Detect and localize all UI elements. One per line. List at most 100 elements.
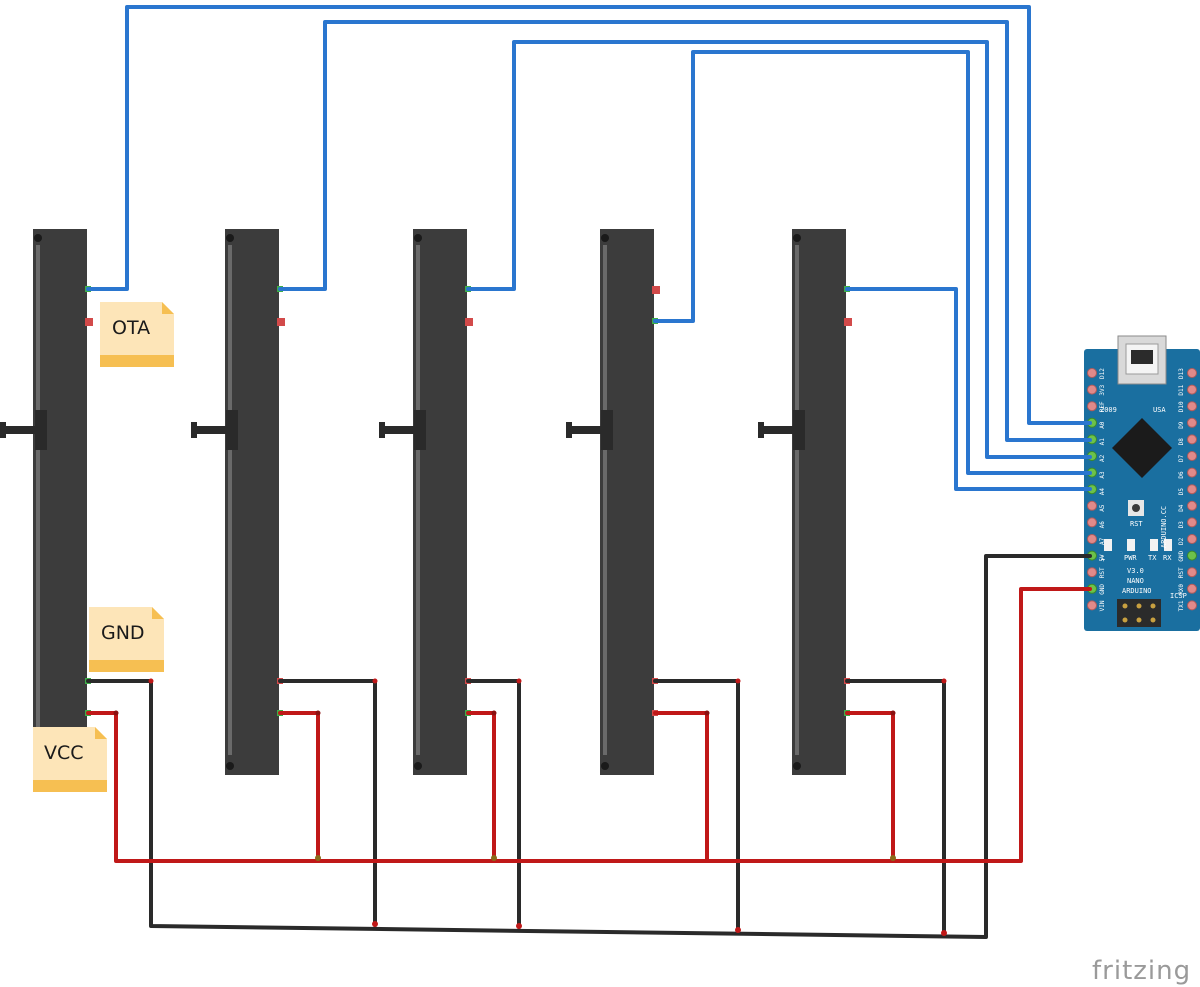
right-pin-d13 [1187,368,1197,378]
right-pin-label: GND [1178,550,1185,561]
signal-wires [86,5,1092,491]
board-label-site: ARDUINO.CC [1160,506,1168,548]
right-pin-label: D5 [1178,488,1185,496]
led-rx [1164,539,1172,551]
right-pin-d7 [1187,451,1197,461]
signal-wire-5 [845,287,1092,491]
right-pin-label: RST [1178,567,1185,578]
note-ota-text: OTA [112,317,150,339]
left-pin-label: A4 [1099,488,1106,496]
gnd-wire-main [86,554,1092,939]
signal-wire-1 [86,5,1092,425]
board-label-year: 2009 [1100,406,1117,414]
arduino-nano-board: 2009 USA RST L PWR TX RX V3.0 NANO ARDUI… [1084,335,1200,631]
left-pin-ref [1087,401,1097,412]
board-label-l: L [1101,554,1105,562]
led-tx [1150,539,1158,551]
mcu-chip [1112,418,1172,478]
right-pin-label: RX0 [1178,584,1185,595]
board-label-rst: RST [1130,520,1143,528]
right-pin-label: D8 [1178,438,1185,446]
led-l [1104,539,1112,551]
left-pin-vin [1087,600,1097,611]
note-ota: OTA [100,302,174,367]
right-pin-rst [1187,567,1197,578]
right-pin-label: D2 [1178,537,1185,545]
left-pin-d12 [1087,368,1097,378]
board-label-nano: NANO [1127,577,1144,585]
slider-pot-1 [0,229,93,775]
right-pin-tx1 [1187,600,1197,611]
right-pin-d3 [1187,517,1197,528]
slider-pot-2 [191,229,285,775]
left-pin-label: GND [1099,584,1106,595]
vcc-wire-5 [845,711,895,863]
right-pin-d5 [1187,484,1197,495]
left-pin-label: A6 [1099,521,1106,529]
right-pin-label: D7 [1178,454,1185,462]
slider-pot-3 [379,229,473,775]
note-gnd-text: GND [101,622,145,644]
fritzing-logo: fritzing [1092,956,1191,986]
left-pin-label: A7 [1099,537,1106,545]
left-pin-a6 [1087,517,1097,528]
board-label-icsp: ICSP [1170,592,1187,600]
board-label-pwr: PWR [1124,554,1137,562]
left-pin-label: VIN [1099,600,1106,611]
led-pwr [1127,539,1135,551]
signal-wire-4 [653,50,1092,475]
vcc-wire-4 [653,711,709,863]
left-pin-label: A2 [1099,454,1106,462]
left-pin-a5 [1087,500,1097,511]
vcc-wire-3 [466,711,496,863]
note-vcc: VCC [33,727,107,792]
right-pin-label: D6 [1178,471,1185,479]
left-pin-label: RST [1099,567,1106,578]
left-pin-label: A5 [1099,504,1106,512]
right-pin-label: D13 [1178,368,1185,379]
left-pin-label: REF [1099,401,1106,412]
board-label-rx: RX [1163,554,1172,562]
left-pin-rst [1087,567,1097,578]
right-pin-label: D4 [1178,504,1185,512]
gnd-wire-2 [278,679,377,927]
vcc-wire-main [86,587,1092,863]
right-pin-rx0 [1187,583,1197,594]
board-label-arduino: ARDUINO [1122,587,1152,595]
right-pin-label: D9 [1178,421,1185,429]
board-label-tx: TX [1148,554,1157,562]
signal-wire-3 [466,40,1092,459]
left-pin-label: A3 [1099,471,1106,479]
right-pin-d11 [1187,384,1197,395]
left-pin-label: 5V [1099,554,1106,562]
right-pin-label: TX1 [1178,600,1185,611]
right-pin-d9 [1187,417,1197,428]
right-pin-gnd [1187,550,1197,561]
gnd-wire-4 [653,679,740,933]
vcc-wire-2 [278,711,320,863]
gnd-wire-5 [845,679,946,936]
left-pin-a7 [1087,534,1097,544]
icsp-header [1117,599,1161,627]
board-label-version: V3.0 [1127,567,1144,575]
right-pin-label: D10 [1178,401,1185,412]
right-pin-d4 [1187,500,1197,511]
slider-pot-5 [758,229,852,775]
right-pin-d6 [1187,467,1197,478]
note-gnd: GND [89,607,164,672]
left-pin-label: A0 [1099,421,1106,429]
right-pin-label: D3 [1178,521,1185,529]
signal-wire-2 [278,20,1092,442]
left-pin-3v3 [1087,384,1097,395]
wire-junctions [113,678,947,936]
note-vcc-text: VCC [44,742,84,764]
slider-pot-4 [566,229,660,775]
left-pin-label: 3V3 [1099,384,1106,395]
right-pin-d2 [1187,534,1197,544]
right-pin-label: D11 [1178,384,1185,395]
left-pin-label: A1 [1099,438,1106,446]
left-pin-label: D12 [1099,368,1106,379]
